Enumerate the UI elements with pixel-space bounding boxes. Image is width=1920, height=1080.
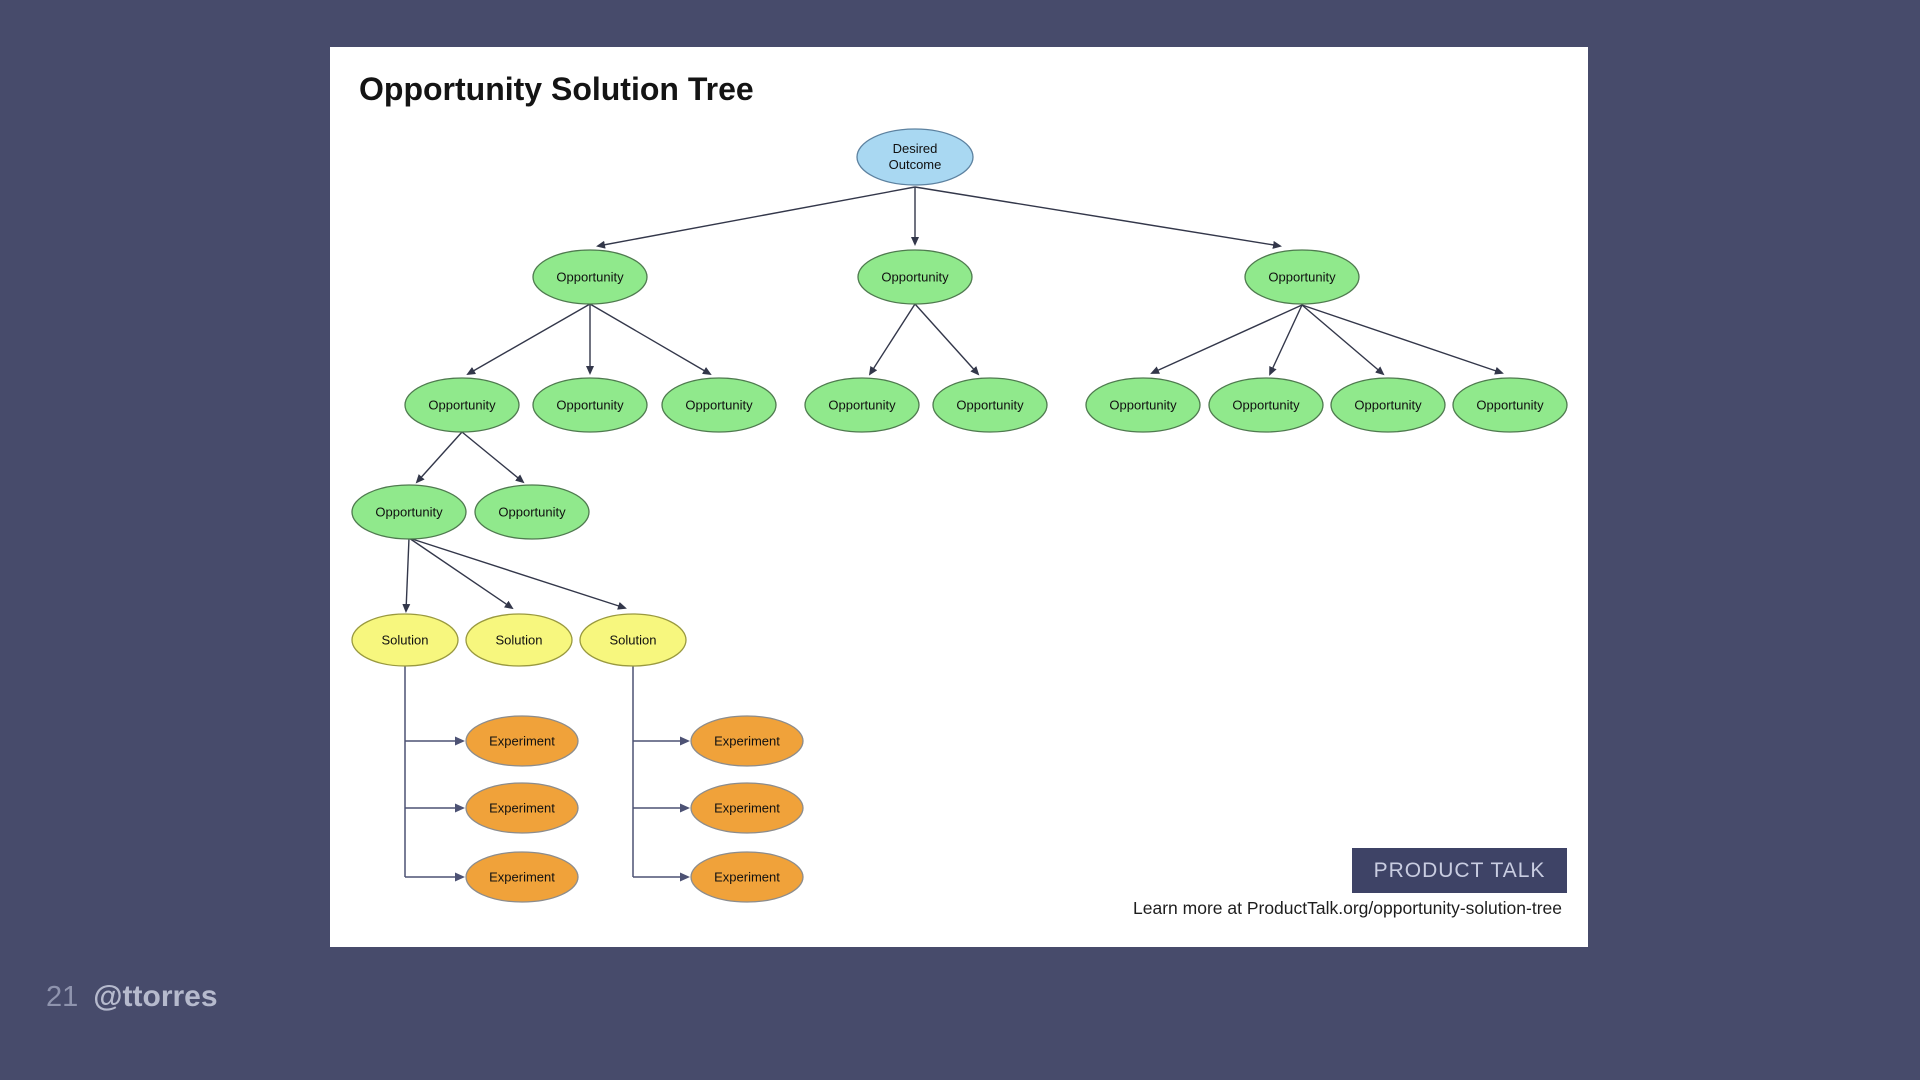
tree-edge-arrow [596, 186, 916, 249]
node-opp-3-4: Opportunity [1452, 377, 1568, 433]
tree-edge-arrow [1301, 304, 1385, 376]
node-exp-5: Experiment [690, 782, 804, 834]
node-opp-2-1: Opportunity [804, 377, 920, 433]
node-sol-1: Solution [351, 613, 459, 667]
node-label: Opportunity [685, 398, 753, 413]
node-label: Experiment [489, 870, 555, 885]
node-label: Experiment [714, 734, 780, 749]
node-label: Opportunity [1109, 398, 1177, 413]
author-handle: @ttorres [93, 980, 218, 1013]
node-label: Experiment [489, 734, 555, 749]
node-exp-3: Experiment [465, 851, 579, 903]
node-label: Opportunity [428, 398, 496, 413]
tree-edge-arrow [408, 537, 627, 610]
product-talk-badge: PRODUCT TALK [1352, 848, 1567, 893]
node-label: Solution [382, 633, 429, 648]
node-label: Opportunity [375, 505, 443, 520]
node-opp-1-2: Opportunity [532, 377, 648, 433]
node-opp-2: Opportunity [857, 249, 973, 305]
node-label: Opportunity [556, 270, 624, 285]
node-label: Solution [610, 633, 657, 648]
node-opp-3-3: Opportunity [1330, 377, 1446, 433]
node-label: Opportunity [828, 398, 896, 413]
node-label: Opportunity [1354, 398, 1422, 413]
node-label: Opportunity [956, 398, 1024, 413]
slide-footer: 21 @ttorres [46, 980, 218, 1014]
node-sol-2: Solution [465, 613, 573, 667]
node-exp-2: Experiment [465, 782, 579, 834]
tree-edge-arrow [1301, 304, 1504, 375]
node-label: Experiment [489, 801, 555, 816]
node-exp-1: Experiment [465, 715, 579, 767]
edges-layer [402, 186, 1504, 882]
tree-edge-arrow [415, 431, 463, 484]
node-label: Opportunity [1476, 398, 1544, 413]
node-opp-1-3: Opportunity [661, 377, 777, 433]
node-label: Opportunity [1232, 398, 1300, 413]
tree-edge-arrow [408, 537, 514, 610]
node-label: Opportunity [556, 398, 624, 413]
node-label: Experiment [714, 801, 780, 816]
learn-more-link[interactable]: Learn more at ProductTalk.org/opportunit… [1133, 898, 1562, 918]
tree-edge-arrow [402, 537, 411, 613]
node-label: Experiment [714, 870, 780, 885]
node-opp-2-2: Opportunity [932, 377, 1048, 433]
tree-edge-arrow [589, 303, 712, 376]
node-exp-6: Experiment [690, 851, 804, 903]
slide-title: Opportunity Solution Tree [359, 71, 754, 107]
node-opp-3: Opportunity [1244, 249, 1360, 305]
node-label: Opportunity [881, 270, 949, 285]
node-label: Opportunity [498, 505, 566, 520]
node-opp-1-1-2: Opportunity [474, 484, 590, 540]
node-sol-3: Solution [579, 613, 687, 667]
node-opp-1: Opportunity [532, 249, 648, 305]
node-label: Opportunity [1268, 270, 1336, 285]
tree-edge-arrow [868, 303, 916, 376]
slide-number: 21 [46, 981, 79, 1013]
node-label: Solution [496, 633, 543, 648]
node-opp-3-2: Opportunity [1208, 377, 1324, 433]
tree-edge-arrow [1150, 304, 1303, 374]
node-exp-4: Experiment [690, 715, 804, 767]
node-opp-1-1: Opportunity [404, 377, 520, 433]
tree-edge-arrow [914, 186, 1282, 249]
tree-edge-arrow [1269, 304, 1303, 376]
tree-edge-arrow [461, 431, 525, 484]
tree-edge-arrow [914, 303, 980, 376]
node-opp-3-1: Opportunity [1085, 377, 1201, 433]
tree-edge-arrow [466, 303, 591, 375]
node-opp-1-1-1: Opportunity [351, 484, 467, 540]
